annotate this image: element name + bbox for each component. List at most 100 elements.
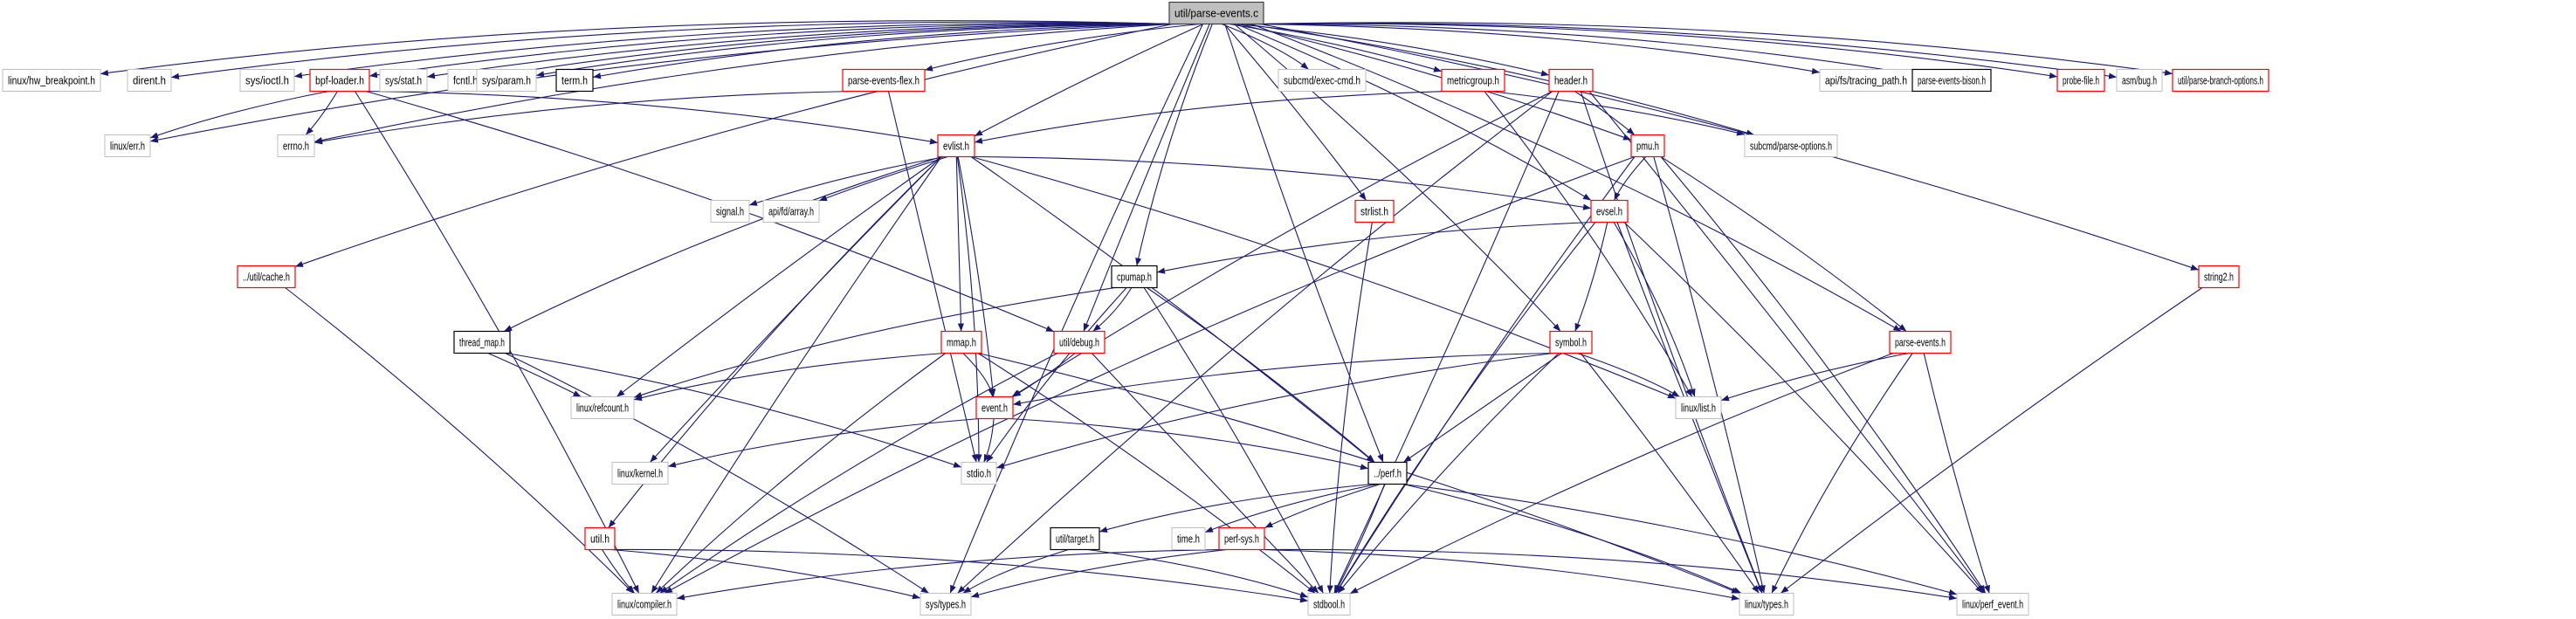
edge-parse_events_h-to-linux_list — [1720, 352, 1910, 402]
edge-root-to-asm_bug — [1259, 23, 2118, 79]
edge-parse_events_h-to-stdbool — [1349, 352, 1894, 595]
node-evlist[interactable]: evlist.h — [937, 134, 975, 158]
node-box — [476, 69, 537, 92]
edge-root-to-pe_flex — [924, 23, 1201, 72]
node-box — [2056, 68, 2105, 93]
edge-evsel-to-stdbool — [1335, 222, 1596, 594]
node-pe_bison[interactable]: parse-events-bison.h — [1911, 68, 1992, 93]
node-label: subcmd/exec-cmd.h — [1284, 74, 1360, 87]
node-fd_array: api/fd/array.h — [762, 200, 820, 223]
node-label: term.h — [561, 74, 588, 87]
edge-debug-to-compiler — [659, 353, 1058, 594]
node-box — [1367, 461, 1408, 485]
node-pmu[interactable]: pmu.h — [1630, 134, 1665, 158]
node-mmap[interactable]: mmap.h — [940, 330, 982, 354]
node-box — [842, 68, 926, 93]
node-linux_types: linux/types.h — [1739, 593, 1794, 616]
node-label: linux/list.h — [1681, 402, 1716, 415]
node-probe_file[interactable]: probe-file.h — [2056, 68, 2105, 93]
edge-perf-to-stdbool — [1334, 484, 1386, 594]
node-box — [1889, 330, 1952, 354]
edge-target-to-stdbool — [1087, 548, 1309, 598]
node-box — [2198, 265, 2240, 289]
node-box — [1675, 396, 1722, 419]
node-perf[interactable]: ../perf.h — [1367, 461, 1408, 485]
edge-root-to-linux_err — [149, 23, 1174, 143]
node-box — [277, 134, 315, 157]
node-label: sys/stat.h — [385, 74, 422, 87]
node-root: util/parse-events.c — [1168, 1, 1264, 25]
node-debug[interactable]: util/debug.h — [1053, 330, 1105, 354]
node-label: evsel.h — [1596, 205, 1622, 218]
node-box — [710, 200, 750, 223]
node-pe_flex[interactable]: parse-events-flex.h — [842, 68, 926, 93]
node-cpumap[interactable]: cpumap.h — [1111, 265, 1158, 289]
node-label: linux/compiler.h — [617, 598, 672, 611]
edge-symbol-to-event — [1012, 352, 1554, 407]
edge-event-to-perf — [1009, 417, 1369, 471]
node-thread_map[interactable]: thread_map.h — [453, 330, 511, 354]
node-box — [453, 330, 511, 354]
node-box — [1307, 593, 1351, 616]
node-box — [1744, 134, 1838, 157]
node-evsel[interactable]: evsel.h — [1590, 199, 1629, 224]
node-exec_cmd: subcmd/exec-cmd.h — [1278, 69, 1367, 92]
edge-util_h-to-sys_types — [610, 548, 921, 600]
edge-root-to-pmu — [1237, 23, 1632, 141]
node-metricgroup[interactable]: metricgroup.h — [1441, 68, 1505, 93]
node-util_h[interactable]: util.h — [584, 526, 616, 551]
node-label: pmu.h — [1636, 140, 1659, 153]
node-symbol[interactable]: symbol.h — [1549, 330, 1593, 354]
edge-header-to-sys_types — [957, 91, 1553, 594]
node-label: strlist.h — [1360, 205, 1388, 218]
edge-evsel-to-cpumap — [1156, 221, 1595, 274]
node-term[interactable]: term.h — [555, 68, 594, 93]
edge-root-to-parse_events_h — [1251, 23, 1902, 332]
node-box — [555, 68, 594, 93]
node-box — [762, 200, 820, 223]
node-label: asm/bug.h — [2122, 74, 2157, 87]
edge-event-to-kernel — [667, 417, 981, 468]
edge-evlist-to-perf — [970, 156, 1375, 463]
edge-root-to-header — [1234, 23, 1550, 77]
node-strlist[interactable]: strlist.h — [1354, 199, 1395, 224]
node-target[interactable]: util/target.h — [1050, 526, 1100, 551]
node-box — [611, 593, 678, 616]
node-label: cpumap.h — [1117, 271, 1152, 284]
node-box — [2172, 68, 2269, 93]
node-cache[interactable]: ../util/cache.h — [237, 265, 296, 289]
edge-evlist-to-signal — [748, 155, 946, 206]
node-event[interactable]: event.h — [975, 395, 1014, 420]
node-box — [237, 265, 296, 289]
node-header[interactable]: header.h — [1548, 68, 1594, 93]
node-asm_bug: asm/bug.h — [2116, 69, 2163, 92]
node-parse_options: subcmd/parse-options.h — [1744, 134, 1838, 157]
edge-pe_flex-to-stdio — [887, 91, 978, 463]
node-box — [1171, 527, 1206, 550]
edge-mmap-to-stdbool — [977, 353, 1316, 594]
node-perf_sys[interactable]: perf-sys.h — [1218, 526, 1265, 551]
edge-pmu-to-compiler — [664, 155, 1636, 594]
node-box — [1168, 1, 1264, 25]
node-box — [1050, 526, 1100, 551]
node-label: fcntl.h — [453, 74, 478, 87]
edge-cpumap-to-stdio — [986, 287, 1127, 463]
node-box — [611, 462, 669, 485]
node-string2[interactable]: string2.h — [2198, 265, 2240, 289]
node-parse_events_h[interactable]: parse-events.h — [1889, 330, 1952, 354]
node-branch_opts[interactable]: util/parse-branch-options.h — [2172, 68, 2269, 93]
node-sys_ioctl: sys/ioctl.h — [239, 69, 295, 92]
node-box — [1111, 265, 1158, 289]
edge-root-to-cpumap — [1135, 24, 1213, 266]
edge-bpf_loader-to-linux_err — [149, 90, 329, 139]
edge-metricgroup-to-evlist — [974, 90, 1448, 144]
node-label: sys/types.h — [926, 598, 966, 611]
edge-symbol-to-perf — [1402, 353, 1562, 463]
node-box — [1956, 593, 2029, 616]
edge-root-to-term — [592, 23, 1185, 79]
edge-root-to-cache — [294, 23, 1174, 267]
node-bpf_loader[interactable]: bpf-loader.h — [309, 68, 370, 93]
edge-root-to-sys_types — [949, 24, 1203, 594]
edge-debug-to-event — [1012, 353, 1076, 397]
edge-cpumap-to-refcount — [633, 286, 1116, 398]
